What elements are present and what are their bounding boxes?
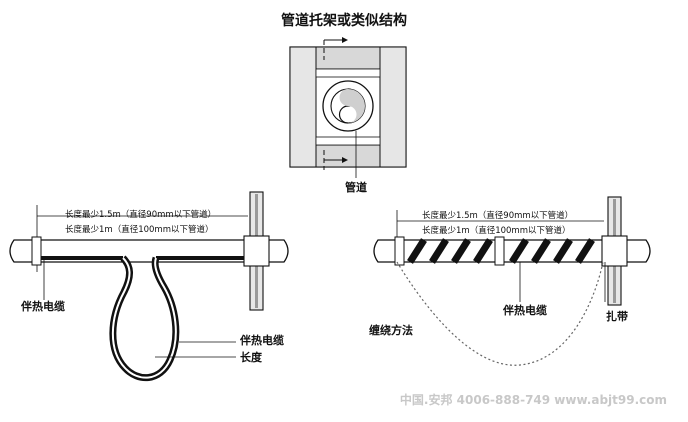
right-note-line2: 长度最少1m（直径100mm以下管道） xyxy=(422,225,570,236)
right-method-dotted-loop xyxy=(396,261,604,366)
left-length-label: 长度 xyxy=(240,350,263,364)
right-pipe-clamp-left xyxy=(394,236,405,266)
watermark: 中国.安邦 4006-888-749 www.abjt99.com xyxy=(400,392,667,407)
pipe-support-cross-section xyxy=(289,37,407,178)
right-method-label: 缠绕方法 xyxy=(369,323,413,337)
support-right-plate xyxy=(379,46,407,168)
left-note-line2: 长度最少1m（直径100mm以下管道） xyxy=(65,224,213,235)
left-cable-label: 伴热电缆 xyxy=(20,299,65,313)
pipe-label: 管道 xyxy=(345,180,367,194)
support-bottom-clamp xyxy=(315,136,381,146)
page-title: 管道托架或类似结构 xyxy=(281,12,407,29)
left-support-clamp xyxy=(243,235,270,267)
section-arrowhead-bottom xyxy=(342,157,348,163)
right-note-line1: 长度最少1.5m（直径90mm以下管道） xyxy=(422,210,573,221)
support-top-block xyxy=(315,46,381,70)
support-left-plate xyxy=(289,46,317,168)
right-diagram: 长度最少1.5m（直径90mm以下管道） 长度最少1m（直径100mm以下管道） xyxy=(373,196,651,366)
left-diagram: 长度最少1.5m（直径90mm以下管道） 长度最少1m（直径100mm以下管道） xyxy=(9,191,289,382)
right-spiral-wraps xyxy=(407,238,595,264)
left-heat-cable-loop-core xyxy=(111,257,177,379)
section-arrowhead-top xyxy=(342,37,348,43)
left-loop-cable-label: 伴热电缆 xyxy=(239,333,284,347)
support-bottom-block xyxy=(315,144,381,168)
left-note-line1: 长度最少1.5m（直径90mm以下管道） xyxy=(65,209,216,220)
left-pipe-clamp xyxy=(31,236,42,266)
left-heat-cable-loop xyxy=(109,255,180,382)
right-pipe-clamp-mid xyxy=(494,236,505,266)
right-tie-label: 扎带 xyxy=(606,309,628,323)
support-top-clamp xyxy=(315,68,381,78)
right-support-clamp xyxy=(601,235,628,267)
right-cable-label: 伴热电缆 xyxy=(502,303,547,317)
pipe-section-shade xyxy=(339,89,365,123)
